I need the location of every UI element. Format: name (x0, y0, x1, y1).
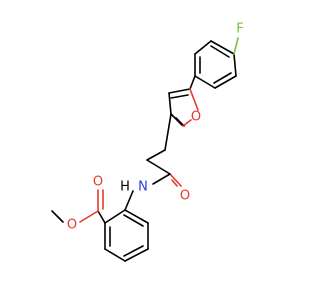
bond (168, 92, 172, 115)
bond (146, 159, 171, 175)
bond (164, 113, 172, 151)
bond-to-nitrogen (152, 173, 171, 185)
amide-hydrogen-label: H (120, 180, 130, 195)
bond (124, 248, 149, 262)
bond-aryl-furan (189, 75, 196, 90)
ester-carbonyl-oxygen-label: O (93, 175, 103, 190)
bond (104, 209, 126, 224)
amide-nitrogen-label: N (138, 180, 148, 195)
bond (104, 248, 126, 262)
bond (194, 75, 216, 89)
furan-ring (168, 88, 199, 127)
bond (146, 149, 166, 161)
bond (175, 117, 185, 127)
bond (97, 210, 106, 224)
bond (210, 40, 235, 55)
benzoate-ring (104, 190, 149, 262)
fluorine-atom-label: F (236, 22, 243, 37)
ester-oxygen-bond (79, 210, 99, 223)
fluorophenyl-ring (194, 37, 239, 89)
bond (170, 94, 189, 99)
bond (214, 75, 237, 89)
bond (213, 72, 232, 84)
bond (124, 209, 149, 224)
amide-carbonyl-bond (169, 173, 182, 187)
bond-to-oxygen (182, 119, 192, 127)
amide-oxygen-label: O (180, 189, 190, 204)
propanoyl-chain (146, 113, 182, 187)
bond (123, 214, 144, 227)
bond (233, 53, 237, 77)
bond-to-oxygen (189, 88, 199, 111)
bond-to-fluorine (233, 37, 239, 55)
methyl-ester (51, 189, 106, 224)
bond (123, 245, 144, 257)
molecule-structure-diagram: F O O N H O O (51, 22, 244, 262)
bond (210, 45, 230, 58)
ester-oxygen-label: O (67, 218, 77, 233)
bond (168, 88, 191, 94)
furan-oxygen-label: O (191, 110, 201, 125)
amide-carbonyl-bond (171, 179, 178, 187)
methyl-bond (51, 210, 64, 223)
bond (194, 40, 212, 55)
bond-nitrogen-ring (124, 190, 134, 211)
